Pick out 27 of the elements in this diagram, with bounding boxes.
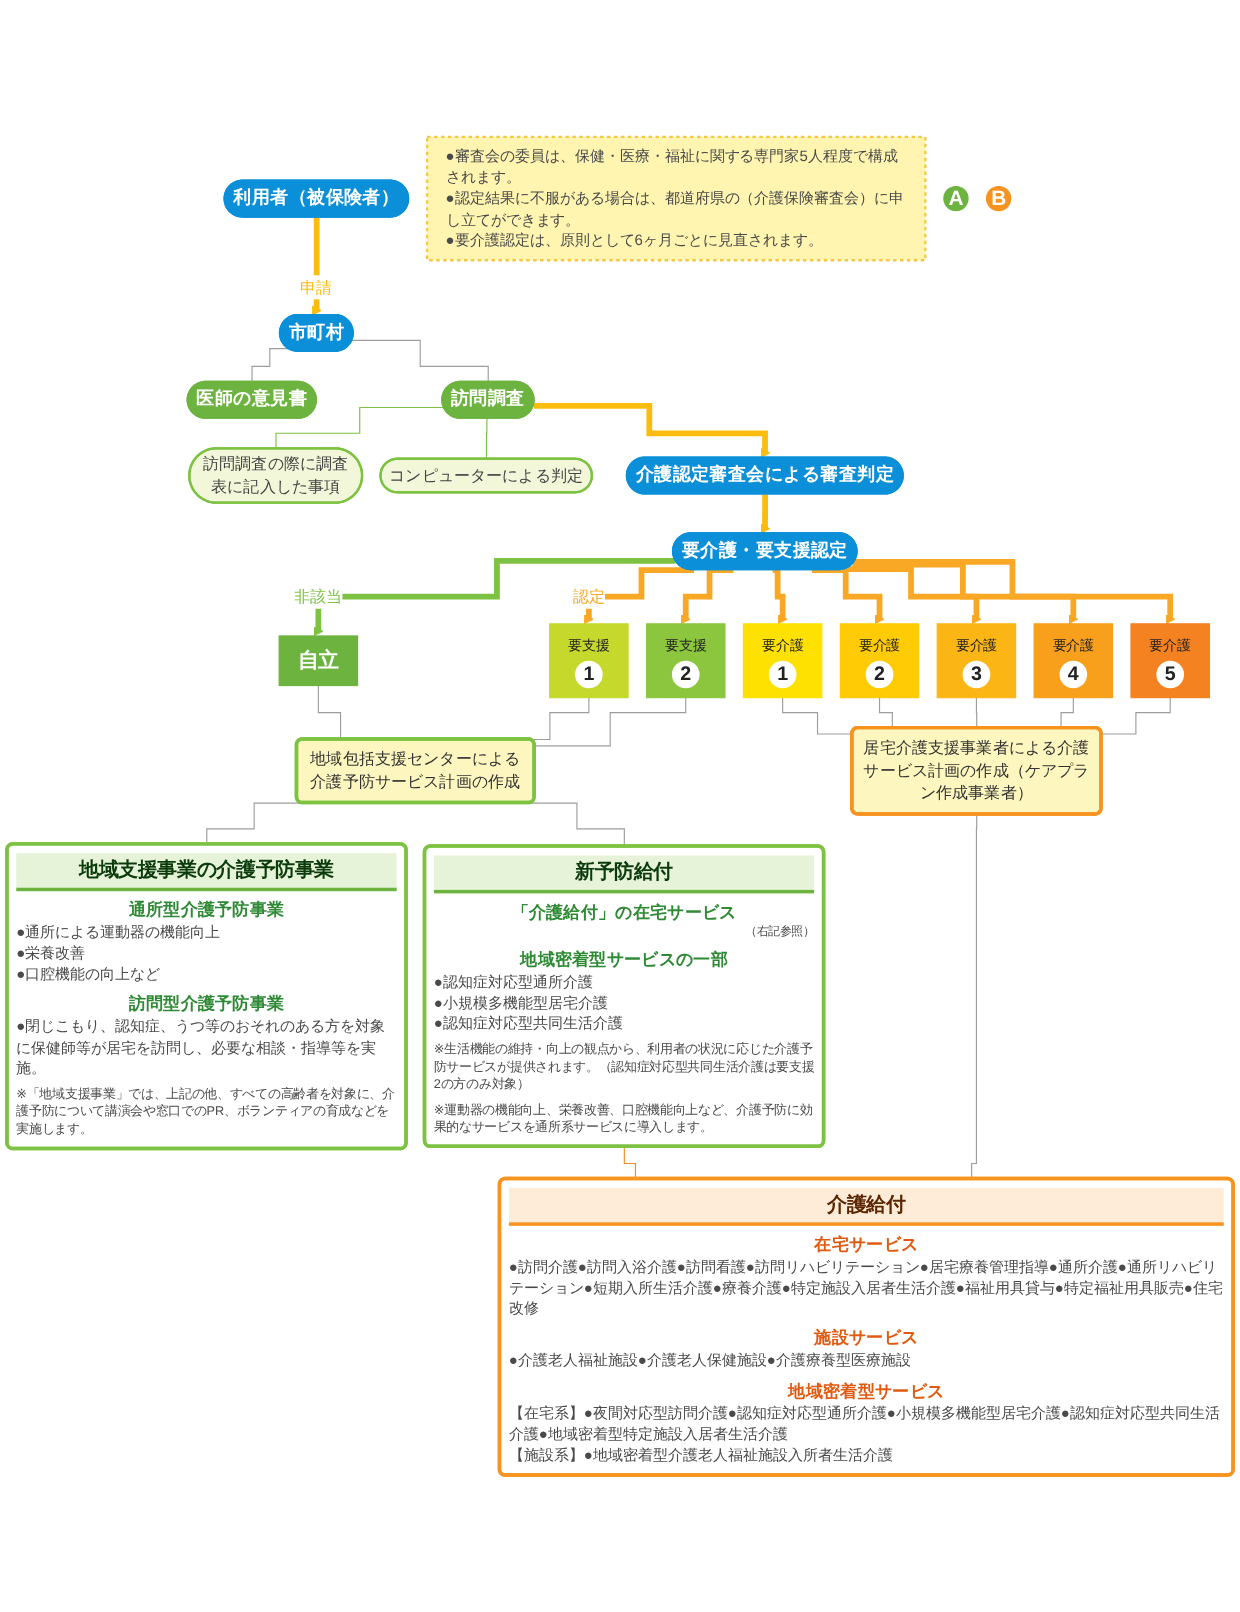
arrow bbox=[583, 567, 695, 625]
edge-label: 認定 bbox=[572, 586, 605, 606]
connector bbox=[251, 348, 289, 383]
arrow bbox=[680, 567, 734, 625]
arrow bbox=[772, 567, 788, 625]
arrow bbox=[811, 567, 885, 625]
connector bbox=[485, 418, 489, 460]
arrow bbox=[313, 558, 676, 637]
connector bbox=[529, 802, 626, 848]
node-circle: B bbox=[985, 185, 1012, 212]
edge-label: 申請 bbox=[300, 277, 333, 297]
arrow bbox=[533, 403, 771, 459]
node-circle: A bbox=[943, 185, 969, 212]
edge-label: 非該当 bbox=[294, 586, 343, 606]
connector bbox=[966, 813, 978, 1180]
connector bbox=[275, 406, 445, 450]
connector bbox=[1101, 697, 1171, 735]
connector bbox=[206, 802, 303, 846]
connector bbox=[975, 697, 978, 729]
connector bbox=[782, 697, 853, 735]
arrow bbox=[845, 566, 982, 625]
connector bbox=[534, 697, 687, 747]
arrow bbox=[852, 561, 1079, 625]
arrow bbox=[854, 558, 1176, 625]
connector bbox=[351, 339, 490, 383]
node-box: 自立 bbox=[278, 635, 359, 687]
arrow bbox=[760, 491, 771, 534]
